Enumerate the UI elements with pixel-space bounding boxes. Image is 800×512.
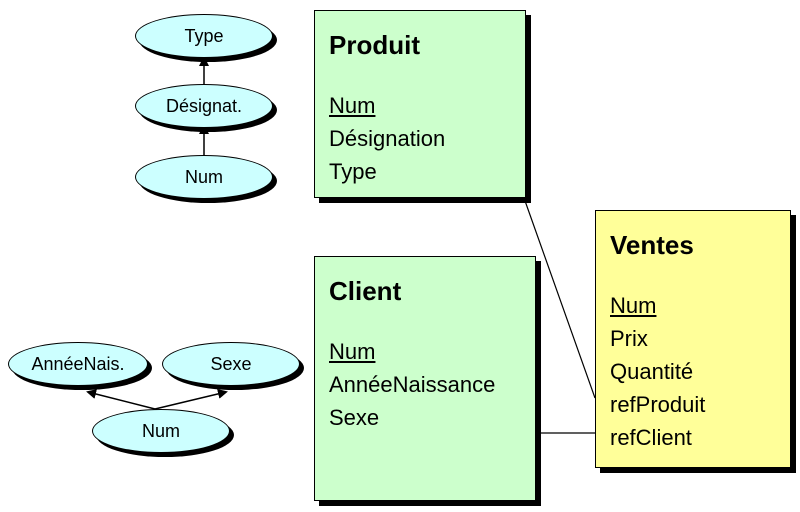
node-client-sexe: Sexe: [162, 342, 300, 386]
entity-produit-title: Produit: [329, 30, 420, 60]
entity-produit[interactable]: Produit Num Désignation Type: [314, 10, 526, 198]
entity-produit-attr-designation: Désignation: [329, 126, 446, 151]
entity-ventes[interactable]: Ventes Num Prix Quantité refProduit refC…: [595, 210, 791, 468]
entity-ventes-attr-quantite: Quantité: [610, 359, 694, 384]
arrow-num-to-sexe: [154, 389, 228, 410]
entity-client[interactable]: Client Num AnnéeNaissance Sexe: [314, 256, 536, 501]
entity-ventes-attr-prix: Prix: [610, 326, 648, 351]
entity-ventes-attr-num: Num: [610, 293, 657, 318]
entity-ventes-attr-refclient: refClient: [610, 425, 692, 450]
node-client-num: Num: [92, 409, 230, 453]
entity-ventes-attr-refproduit: refProduit: [610, 392, 706, 417]
entity-client-attr-anneenaissance: AnnéeNaissance: [329, 372, 496, 397]
entity-client-title: Client: [329, 276, 402, 306]
node-produit-designat: Désignat.: [135, 84, 273, 128]
entity-client-attr-sexe: Sexe: [329, 405, 380, 430]
arrow-num-to-anneenais: [86, 389, 156, 410]
node-produit-type: Type: [135, 14, 273, 58]
entity-ventes-title: Ventes: [610, 230, 694, 260]
entity-client-attr-num: Num: [329, 339, 376, 364]
node-client-anneenais: AnnéeNais.: [8, 342, 148, 386]
entity-produit-attr-type: Type: [329, 159, 377, 184]
node-produit-num: Num: [135, 155, 273, 199]
link-produit-ventes: [523, 197, 596, 399]
entity-produit-attr-num: Num: [329, 93, 376, 118]
